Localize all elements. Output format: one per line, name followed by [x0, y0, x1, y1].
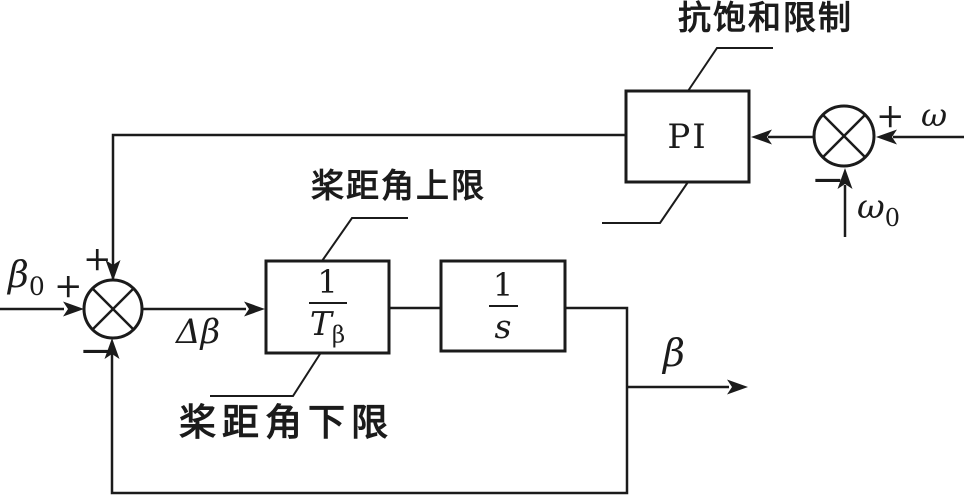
integrator-denominator: s: [494, 307, 512, 346]
beta0-plus-sign: +: [54, 266, 83, 306]
pitch-actuator-numerator: 1: [317, 263, 338, 302]
anti-windup-label: 抗饱和限制: [678, 0, 853, 37]
delta-beta-arrowhead: [244, 301, 265, 317]
top-feedback-arrowhead: [105, 260, 121, 281]
beta-output-label: β: [663, 331, 685, 375]
omega0-minus-sign: −: [811, 157, 845, 203]
top-feedback-plus-sign: +: [83, 239, 112, 279]
omega0-label: ω0: [857, 187, 901, 232]
upper-limit-leader-line: [321, 217, 408, 262]
lower-limit-leader-line: [210, 353, 321, 397]
pitch-upper-limit-label: 桨距角上限: [311, 166, 486, 205]
beta0-label: β0: [8, 255, 45, 302]
pi-input-arrowhead: [751, 129, 772, 145]
omega-arrowhead: [876, 129, 897, 145]
integrator-fraction: 1 s: [441, 261, 565, 351]
bottom-feedback-arrowhead: [104, 338, 120, 359]
output-feedback-wire: [110, 306, 629, 495]
omega0-arrowhead: [837, 168, 853, 189]
pitch-actuator-denominator-sub: β: [331, 322, 346, 349]
integrator-fraction-bar: [488, 305, 518, 307]
pitch-actuator-fraction: 1 Tβ: [266, 261, 389, 353]
omega-plus-sign: +: [876, 96, 905, 136]
sum-right-cross-2: [821, 113, 867, 159]
integrator-block-outline: [439, 259, 567, 353]
delta-beta-label: Δβ: [176, 312, 221, 352]
beta0-input-arrowhead: [63, 301, 84, 317]
integrator-numerator: 1: [492, 266, 514, 304]
pitch-actuator-fraction-bar: [308, 302, 347, 305]
anti-windup-leader-line: [687, 47, 773, 92]
bottom-feedback-minus-sign: −: [79, 328, 113, 374]
pi-block-label: PI: [667, 116, 708, 157]
beta-output-arrowhead: [727, 379, 748, 395]
pi-lower-leader-line: [602, 181, 689, 224]
pitch-lower-limit-label: 桨距角下限: [179, 400, 394, 444]
pi-feedback-wire: [111, 133, 626, 279]
sum-left-cross-2: [91, 287, 135, 331]
pitch-actuator-denominator: T: [309, 304, 332, 344]
omega-label: ω: [921, 96, 948, 134]
